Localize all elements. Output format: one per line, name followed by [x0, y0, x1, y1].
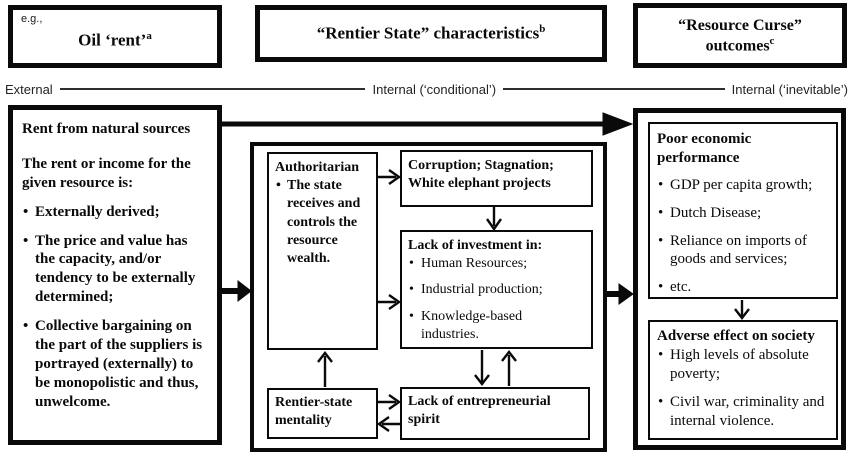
rent-box-bullet: Collective bargaining on the part of the… [22, 317, 208, 411]
poor-economic-performance-box: Poor economic performance GDP per capita… [648, 122, 838, 299]
lack-of-entrepreneurial-spirit-box: Lack of entrepreneurial spirit [400, 387, 590, 440]
resource-curse-line1: “Resource Curse” [678, 16, 802, 34]
rentier-state-mentality-box: Rentier-state mentality [267, 388, 378, 439]
rent-box-bullet: The price and value has the capacity, an… [22, 232, 208, 308]
oil-rent-title: Oil ‘rent’a [78, 22, 152, 51]
performance-bullet: etc. [657, 278, 832, 297]
axis-rule-left [59, 88, 366, 90]
resource-curse-text: outcomes [705, 37, 770, 55]
arrow-rentier-group-to-outcomes [607, 283, 634, 305]
resource-curse-line2: outcomesc [678, 35, 802, 56]
mentality-text: Rentier-state mentality [275, 395, 353, 429]
performance-bullet: Reliance on imports of goods and service… [657, 232, 832, 270]
rentier-characteristics-text: “Rentier State” characteristics [316, 23, 540, 43]
eg-label: e.g., [21, 13, 43, 25]
performance-title: Poor economic performance [657, 131, 752, 166]
resource-curse-footnote-sup: c [769, 34, 775, 47]
society-bullet: High levels of absolute poverty; [657, 346, 832, 384]
investment-title: Lack of investment in: [408, 238, 543, 253]
rent-box-bullet: Externally derived; [22, 203, 208, 222]
society-title: Adverse effect on society [657, 328, 815, 344]
adverse-effect-on-society-box: Adverse effect on society High levels of… [648, 320, 838, 440]
investment-bullet: Human Resources; [408, 255, 575, 273]
investment-bullet: Industrial production; [408, 281, 575, 299]
rent-from-natural-sources-box: Rent from natural sources The rent or in… [8, 105, 222, 445]
rent-box-intro: The rent or income for the given resourc… [22, 155, 191, 191]
rentier-footnote-sup: b [539, 22, 546, 35]
rentier-characteristics-header: “Rentier State” characteristicsb [255, 5, 607, 62]
oil-rent-text: Oil ‘rent’ [78, 30, 147, 50]
axis-label-external: External [5, 81, 53, 97]
entrepreneurial-text: Lack of entrepreneurial spirit [408, 394, 551, 428]
external-internal-axis: External Internal (‘conditional’) Intern… [5, 80, 848, 98]
resource-curse-title: “Resource Curse” outcomesc [678, 16, 802, 56]
axis-rule-right [503, 88, 725, 90]
resource-curse-header: “Resource Curse” outcomesc [633, 3, 847, 68]
lack-of-investment-box: Lack of investment in: Human Resources; … [400, 230, 593, 349]
authoritarian-title: Authoritarian [275, 160, 359, 175]
corruption-text: Corruption; Stagnation; White elephant p… [408, 158, 554, 192]
oil-rent-header: e.g., Oil ‘rent’a [8, 5, 222, 68]
investment-bullet: Knowledge-based industries. [408, 308, 575, 344]
axis-label-conditional: Internal (‘conditional’) [372, 81, 497, 97]
performance-bullet: Dutch Disease; [657, 204, 832, 223]
performance-bullet: GDP per capita growth; [657, 176, 832, 195]
rentier-characteristics-title: “Rentier State” characteristicsb [317, 23, 546, 44]
authoritarian-bullet: The state receives and controls the reso… [275, 177, 372, 268]
authoritarian-box: Authoritarian The state receives and con… [267, 152, 378, 350]
arrow-rent-to-rentier-group [222, 279, 252, 303]
society-bullet: Civil war, criminality and internal viol… [657, 393, 832, 431]
arrow-rent-to-outcomes-top [222, 112, 634, 136]
corruption-stagnation-box: Corruption; Stagnation; White elephant p… [400, 150, 593, 207]
rent-box-title: Rent from natural sources [22, 121, 191, 137]
oil-rent-footnote-sup: a [146, 29, 152, 42]
axis-label-inevitable: Internal (‘inevitable’) [731, 81, 848, 97]
